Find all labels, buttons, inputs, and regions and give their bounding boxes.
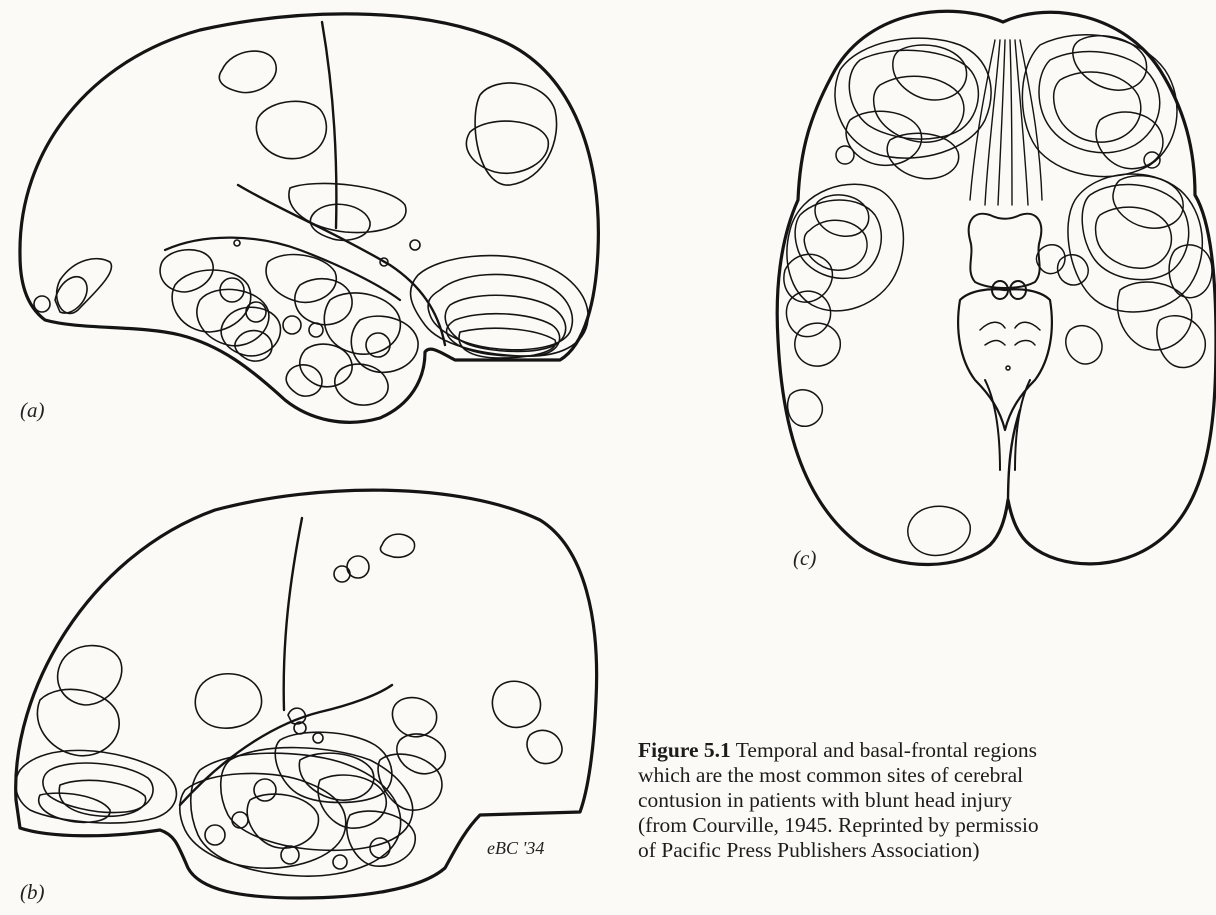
cerebellum-outline-c	[969, 214, 1042, 288]
panel-label-b: (b)	[20, 880, 45, 905]
caption-line-5: of Pacific Press Publishers Association)	[638, 838, 1216, 863]
temporal-boundary-a	[165, 238, 400, 300]
brainstem-dot-c	[1006, 366, 1010, 370]
brainstem-c	[958, 289, 1052, 430]
caption-line-4: (from Courville, 1945. Reprinted by perm…	[638, 813, 1216, 838]
contusion-outlines-c	[784, 35, 1212, 556]
contusion-outlines-b	[16, 534, 562, 876]
caption-line-3: contusion in patients with blunt head in…	[638, 788, 1216, 813]
brain-basal-view-c	[777, 11, 1216, 564]
caption-line-1: Figure 5.1 Temporal and basal-frontal re…	[638, 738, 1216, 763]
olfactory-lines-c	[970, 40, 1042, 205]
sylvian-fissure-b	[180, 685, 392, 805]
brain-outline-b	[16, 490, 597, 898]
brain-lateral-view-b	[16, 490, 597, 898]
central-sulcus-a	[322, 22, 336, 228]
artist-signature: eBC '34	[487, 838, 544, 859]
panel-label-a: (a)	[20, 398, 45, 423]
brain-outline-a	[20, 14, 598, 422]
caption-text-1: Temporal and basal-frontal regions	[736, 738, 1037, 762]
panel-label-c: (c)	[793, 546, 816, 571]
figure-number: Figure 5.1	[638, 738, 731, 762]
figure-caption: Figure 5.1 Temporal and basal-frontal re…	[638, 738, 1216, 863]
pons-markings-c	[980, 322, 1040, 345]
brain-lateral-view-a	[20, 14, 598, 422]
contusion-outlines-a	[34, 51, 588, 405]
caption-line-2: which are the most common sites of cereb…	[638, 763, 1216, 788]
central-sulcus-b	[284, 518, 302, 710]
